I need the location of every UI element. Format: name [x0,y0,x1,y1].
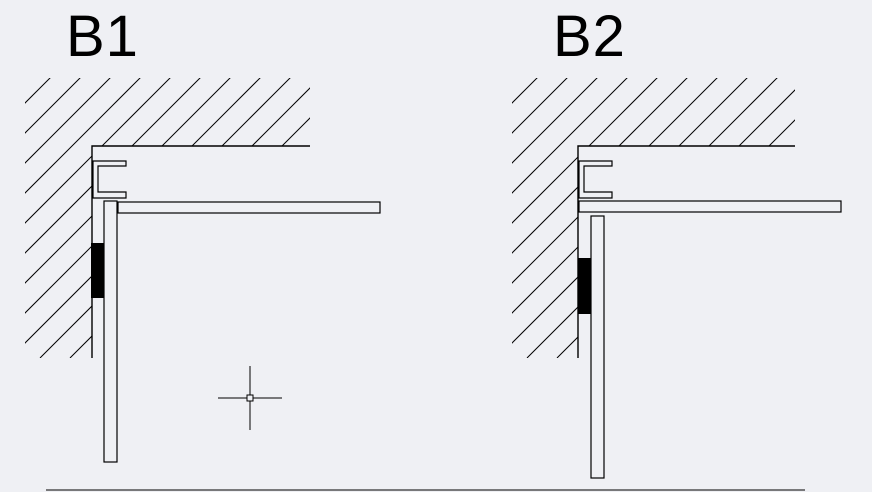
panel-b2 [512,78,842,479]
glass-vertical-b2 [590,215,605,479]
profile-b2 [578,160,613,199]
crosshair-cursor-icon [218,366,282,430]
gasket-b2 [578,258,591,314]
profile-b1 [92,160,127,199]
gasket-b1 [91,243,104,298]
wall-edge-b1 [91,145,310,358]
wall-hatch-b1 [25,78,310,358]
glass-vertical-b1 [103,200,118,463]
glass-horizontal-b1 [117,201,381,214]
wall-edge-b2 [577,145,795,358]
wall-hatch-b2 [512,78,795,358]
glass-horizontal-b2 [578,200,842,213]
panel-label-b2: B2 [553,4,626,69]
panel-label-b1: B1 [66,4,139,69]
panel-b1 [25,78,381,463]
